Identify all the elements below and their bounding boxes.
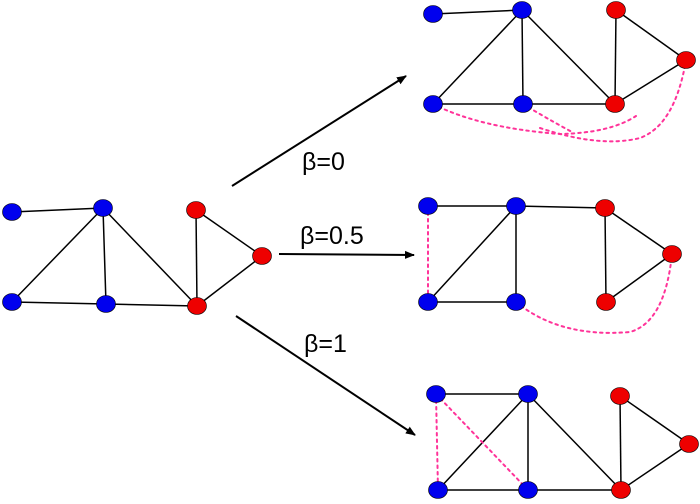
- blue-node: [2, 203, 22, 221]
- edge: [604, 207, 673, 255]
- edge: [11, 207, 104, 213]
- red-node: [611, 481, 631, 499]
- graph-beta-half-dotted-edges: [427, 205, 673, 334]
- red-node: [606, 1, 626, 19]
- blue-node: [513, 95, 533, 113]
- label-beta-one: β=1: [304, 330, 347, 358]
- edge: [105, 303, 198, 307]
- blue-node: [96, 295, 116, 313]
- edge: [604, 207, 607, 303]
- edge: [195, 209, 263, 257]
- edge: [427, 205, 517, 303]
- red-node: [605, 95, 625, 113]
- graph-beta-half: [418, 197, 682, 334]
- edge: [615, 9, 687, 61]
- edge: [521, 9, 524, 105]
- edge: [102, 207, 198, 307]
- dotted-edge: [435, 393, 439, 491]
- arrow-labels: β=0 β=0.5 β=1: [300, 148, 364, 358]
- graph-beta-one-nodes: [426, 385, 699, 499]
- edge: [515, 205, 606, 209]
- graph-beta-one: [426, 385, 699, 499]
- edge: [196, 255, 263, 307]
- blue-node: [506, 197, 526, 215]
- arrow-beta-one: [235, 315, 416, 436]
- edge: [432, 9, 523, 105]
- red-node: [595, 199, 615, 217]
- dotted-edge: [435, 393, 529, 491]
- edge: [605, 253, 673, 303]
- graph-beta-one-dotted-edges: [435, 393, 529, 491]
- edge: [432, 9, 523, 15]
- graph-beta-zero: [423, 1, 696, 143]
- arrows: [231, 75, 416, 436]
- red-node: [186, 201, 206, 219]
- red-node: [662, 245, 682, 263]
- original-graph: [2, 199, 272, 315]
- edge: [102, 207, 107, 305]
- graph-beta-one-edges: [436, 393, 690, 491]
- red-node: [676, 51, 696, 69]
- edge: [11, 207, 104, 303]
- red-node: [596, 293, 616, 311]
- blue-node: [518, 481, 538, 499]
- blue-node: [2, 293, 22, 311]
- arrow-beta-half: [278, 250, 415, 259]
- edge: [527, 393, 622, 491]
- blue-node: [93, 199, 113, 217]
- red-node: [252, 247, 272, 265]
- edge: [619, 395, 690, 445]
- dotted-edge: [539, 59, 687, 143]
- red-node: [610, 387, 630, 405]
- graph-beta-zero-dotted-edges: [432, 59, 687, 143]
- edge: [614, 9, 617, 105]
- blue-node: [423, 95, 443, 113]
- graph-beta-zero-edges: [432, 9, 687, 105]
- edge: [619, 395, 622, 491]
- edge: [620, 443, 690, 491]
- graph-beta-half-nodes: [418, 197, 682, 311]
- edge: [11, 301, 107, 305]
- blue-node: [426, 385, 446, 403]
- red-node: [679, 435, 699, 453]
- blue-node: [428, 481, 448, 499]
- dotted-edge: [522, 103, 573, 133]
- red-node: [187, 297, 207, 315]
- label-beta-zero: β=0: [302, 148, 345, 176]
- dotted-edge: [432, 103, 637, 136]
- edge: [521, 9, 616, 105]
- graph-beta-zero-nodes: [423, 1, 696, 113]
- dotted-edge: [515, 253, 673, 334]
- blue-node: [518, 385, 538, 403]
- edge: [195, 209, 198, 307]
- graph-beta-half-edges: [427, 205, 673, 303]
- blue-node: [506, 293, 526, 311]
- blue-node: [418, 197, 438, 215]
- blue-node: [512, 1, 532, 19]
- blue-node: [423, 5, 443, 23]
- arrow-beta-zero: [231, 75, 407, 187]
- label-beta-half: β=0.5: [300, 222, 364, 250]
- original-nodes: [2, 199, 272, 315]
- blue-node: [418, 293, 438, 311]
- edge: [614, 59, 687, 105]
- original-edges: [11, 207, 263, 307]
